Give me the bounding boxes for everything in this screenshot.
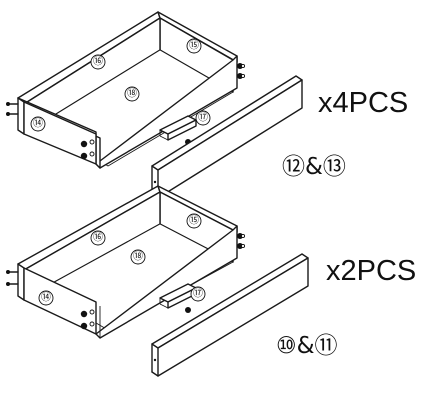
drawer-box-bottom <box>6 185 246 339</box>
drawer-assembly-top: ⑯ ⑮ ⑱ ⑭ ⑰ x4PCS ⑫&⑬ <box>6 11 408 199</box>
front-panel-bottom <box>151 253 309 377</box>
part-label-15-bottom: ⑮ <box>186 213 202 229</box>
svg-text:⑱: ⑱ <box>133 251 143 263</box>
svg-text:⑯: ⑯ <box>93 56 103 68</box>
dowel-pins-bottom-right <box>237 233 246 249</box>
part-label-14-top: ⑭ <box>30 116 46 132</box>
quantity-label-bottom: x2PCS <box>326 255 416 287</box>
rail-screw-bottom <box>185 307 191 313</box>
part-label-16-top: ⑯ <box>90 54 106 70</box>
svg-text:⑰: ⑰ <box>193 288 203 300</box>
drawer-assembly-bottom: ⑯ ⑮ ⑱ ⑭ ⑰ x2PCS ⑩&⑪ <box>6 185 416 377</box>
drawer-box-top <box>6 11 246 169</box>
part-label-17-bottom: ⑰ <box>190 286 206 302</box>
cam-locks-bottom-front <box>80 309 95 330</box>
part-label-14-bottom: ⑭ <box>38 290 54 306</box>
dowel-pins-bottom-left <box>6 270 19 286</box>
part-label-15-top: ⑮ <box>186 38 202 54</box>
panel-label-top: ⑫&⑬ <box>282 154 346 180</box>
panel-label-bottom: ⑩&⑪ <box>276 333 338 359</box>
svg-text:⑮: ⑮ <box>189 40 199 52</box>
cam-locks-top-front <box>80 139 95 160</box>
part-label-17-top: ⑰ <box>195 110 211 126</box>
svg-text:⑱: ⑱ <box>127 88 137 100</box>
svg-text:⑰: ⑰ <box>198 112 208 124</box>
dowel-pins-top-left <box>6 102 19 116</box>
part-label-18-bottom: ⑱ <box>130 249 146 265</box>
part-label-18-top: ⑱ <box>124 86 140 102</box>
quantity-label-top: x4PCS <box>318 87 408 119</box>
svg-text:⑭: ⑭ <box>41 292 51 304</box>
dowel-pins-top-right <box>237 63 246 79</box>
svg-text:⑭: ⑭ <box>33 118 43 130</box>
part-label-16-bottom: ⑯ <box>90 230 106 246</box>
svg-text:⑮: ⑮ <box>189 215 199 227</box>
svg-text:⑯: ⑯ <box>93 232 103 244</box>
